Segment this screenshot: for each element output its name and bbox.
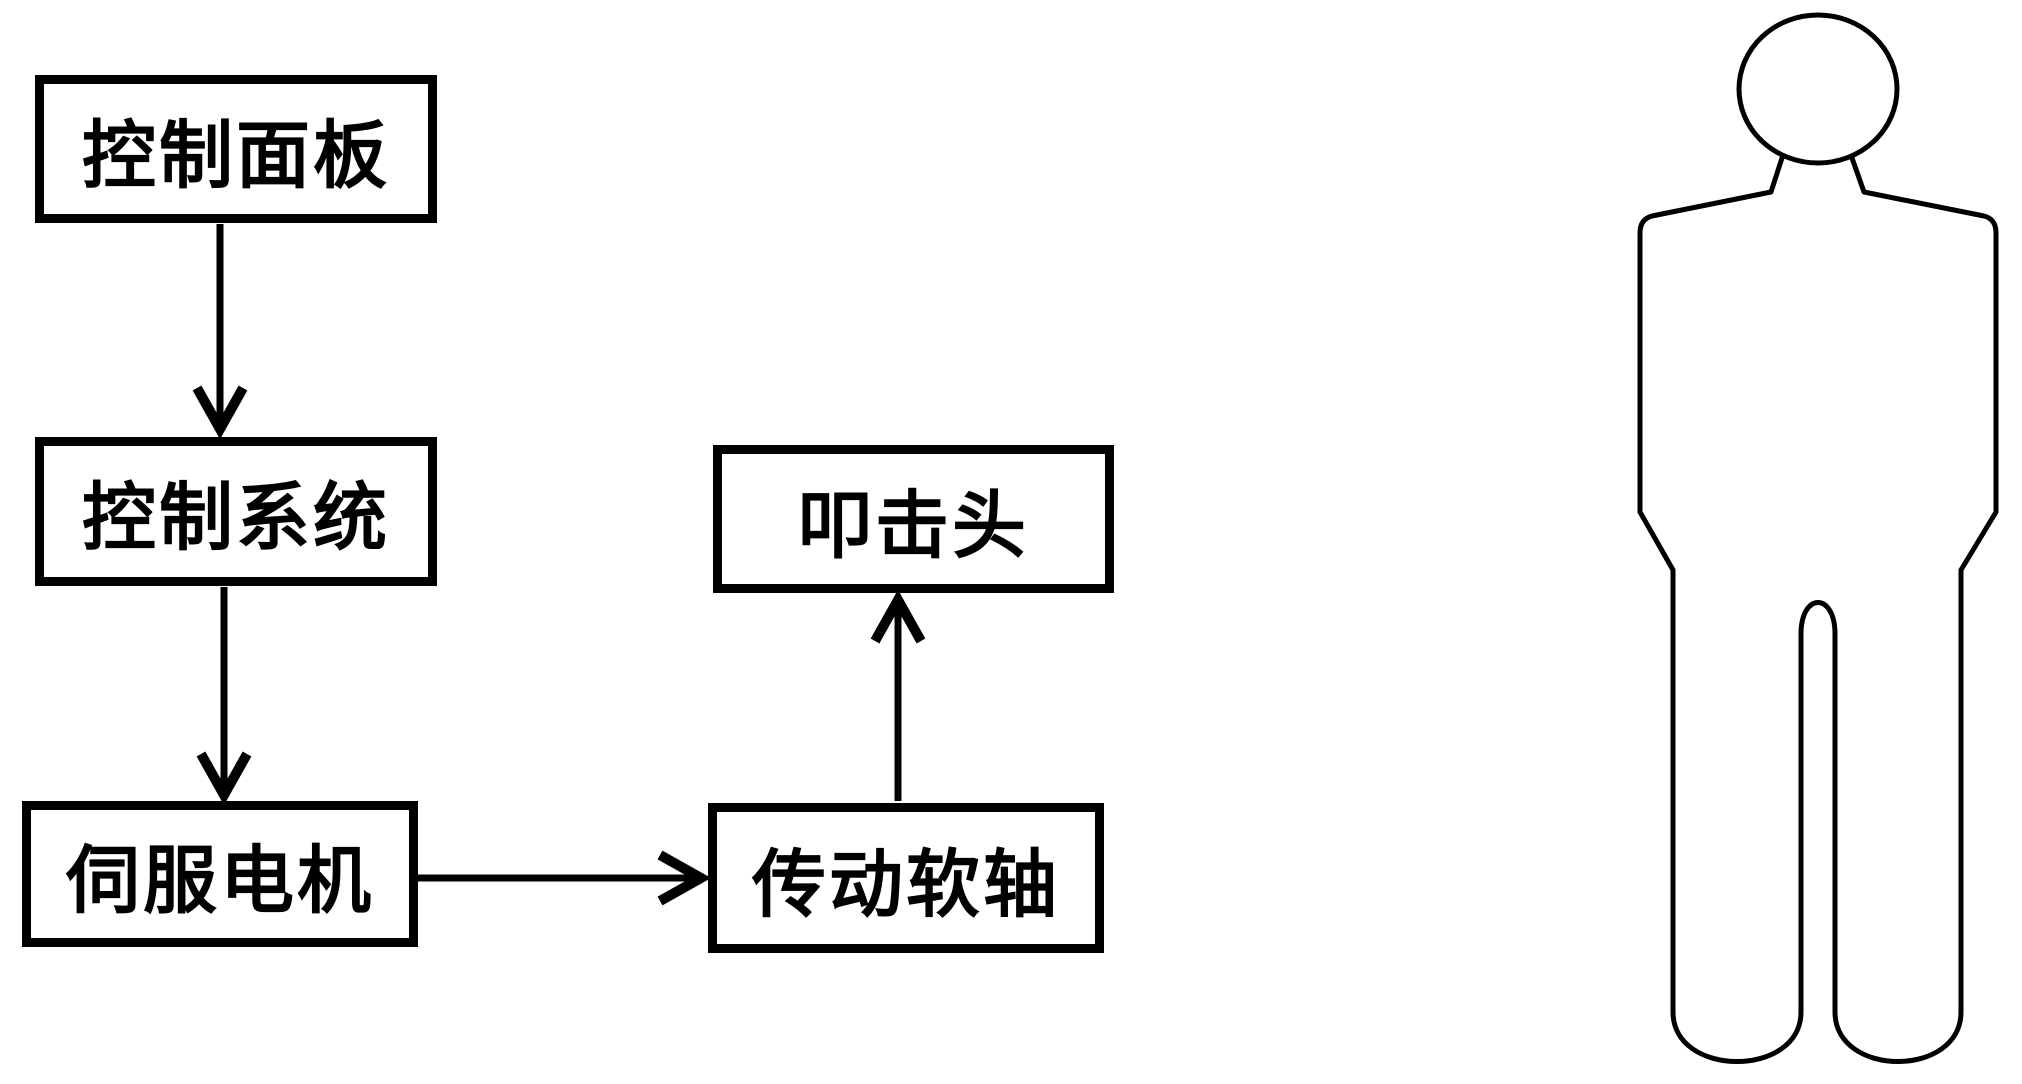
node-flexible-shaft: 传动软轴 <box>708 803 1104 953</box>
node-control-system-label: 控制系统 <box>82 476 390 559</box>
arrow-control-system-to-servo-motor <box>196 587 252 806</box>
node-control-system: 控制系统 <box>35 437 437 586</box>
node-servo-motor: 伺服电机 <box>22 801 418 947</box>
node-tapping-head-label: 叩击头 <box>798 483 1029 567</box>
node-flexible-shaft-label: 传动软轴 <box>752 842 1060 926</box>
arrow-flexible-shaft-to-tapping-head <box>870 589 926 801</box>
node-servo-motor-label: 伺服电机 <box>66 838 374 922</box>
node-tapping-head: 叩击头 <box>713 445 1114 593</box>
node-control-panel-label: 控制面板 <box>82 113 390 197</box>
arrow-control-panel-to-control-system <box>192 224 248 440</box>
arrow-servo-motor-to-flexible-shaft <box>418 850 712 906</box>
person-body <box>1637 155 1999 1064</box>
person-head <box>1736 12 1900 166</box>
node-control-panel: 控制面板 <box>35 75 437 223</box>
